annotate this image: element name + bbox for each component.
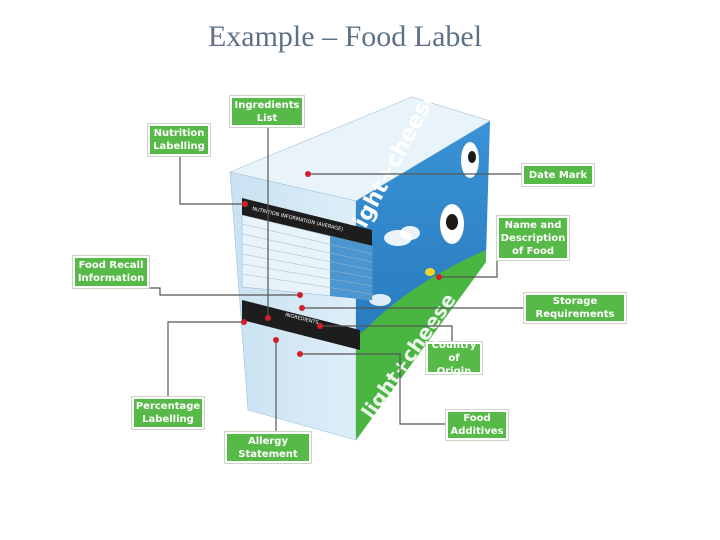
package-box: light+cheese light+cheese NUTRITION INFO… xyxy=(229,84,491,441)
box-side-grass-curve xyxy=(356,250,486,440)
label-markers xyxy=(241,171,442,357)
callout-percentage-labelling: Percentage Labelling xyxy=(132,397,204,429)
callout-storage-requirements: Storage Requirements xyxy=(524,293,626,323)
ingredients-band xyxy=(242,300,360,350)
nutrition-table-rows xyxy=(241,223,373,295)
leader-lines xyxy=(112,126,524,434)
callout-food-additives: Food Additives xyxy=(446,410,508,440)
callout-food-recall: Food Recall Information xyxy=(73,256,149,288)
slide-title: Example – Food Label xyxy=(207,20,483,53)
callout-nutrition-labelling: Nutrition Labelling xyxy=(148,124,210,156)
callout-date-mark: Date Mark xyxy=(522,164,594,186)
callout-name-and-description: Name and Description of Food xyxy=(497,216,569,260)
callout-ingredients-list: Ingredients List xyxy=(230,96,304,127)
callout-country-of-origin: Country of Origin xyxy=(426,340,482,377)
nutrition-table-header xyxy=(242,198,372,246)
callout-allergy-statement: Allergy Statement xyxy=(225,432,311,463)
